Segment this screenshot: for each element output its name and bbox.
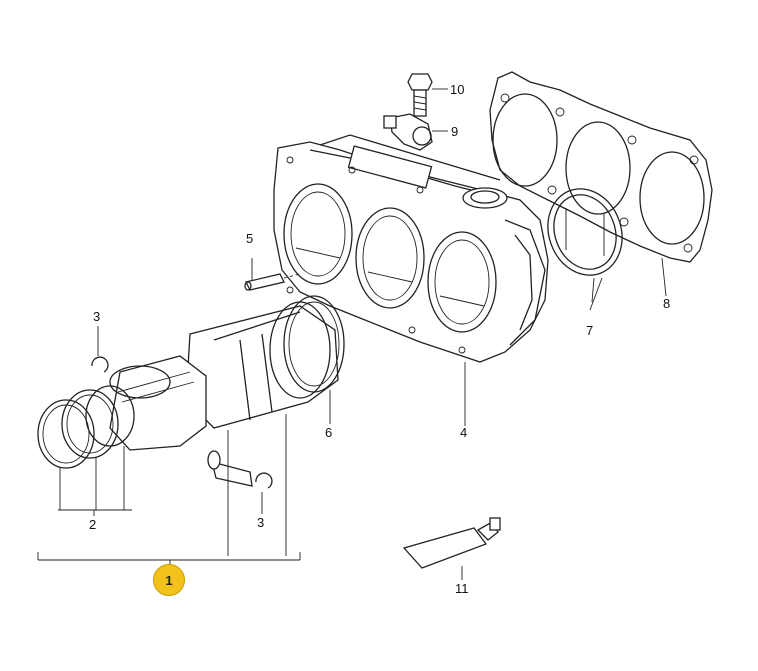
callout-3-upper[interactable]: 3 [93, 309, 101, 324]
sealant-tube[interactable] [402, 517, 501, 569]
leader-lines [37, 88, 667, 580]
callout-9[interactable]: 9 [451, 124, 459, 139]
callout-1-highlight[interactable]: 1 [153, 564, 185, 596]
crankcase[interactable] [273, 134, 549, 363]
dowel-pin[interactable] [244, 273, 301, 291]
callout-5[interactable]: 5 [246, 231, 254, 246]
callout-7[interactable]: 7 [586, 323, 594, 338]
cylinder-gasket[interactable] [283, 295, 345, 393]
callout-4[interactable]: 4 [460, 425, 468, 440]
cylinder-liner[interactable] [185, 301, 339, 429]
hex-bolt[interactable] [407, 73, 433, 117]
callout-1-label: 1 [165, 572, 173, 588]
piston-rings[interactable] [37, 385, 135, 469]
callout-2[interactable]: 2 [89, 517, 97, 532]
callout-10[interactable]: 10 [450, 82, 465, 97]
callout-11[interactable]: 11 [455, 581, 469, 596]
callout-8[interactable]: 8 [663, 296, 671, 311]
callout-6[interactable]: 6 [325, 425, 333, 440]
circlip-lower[interactable] [255, 472, 273, 489]
cylinder-head-gasket[interactable] [489, 71, 713, 263]
piston-pin[interactable] [207, 450, 253, 487]
sealing-rings[interactable] [536, 178, 634, 285]
callout-3-lower[interactable]: 3 [257, 515, 265, 530]
circlip-upper[interactable] [91, 356, 109, 373]
knock-sensor[interactable] [383, 113, 433, 151]
piston[interactable] [109, 355, 207, 451]
